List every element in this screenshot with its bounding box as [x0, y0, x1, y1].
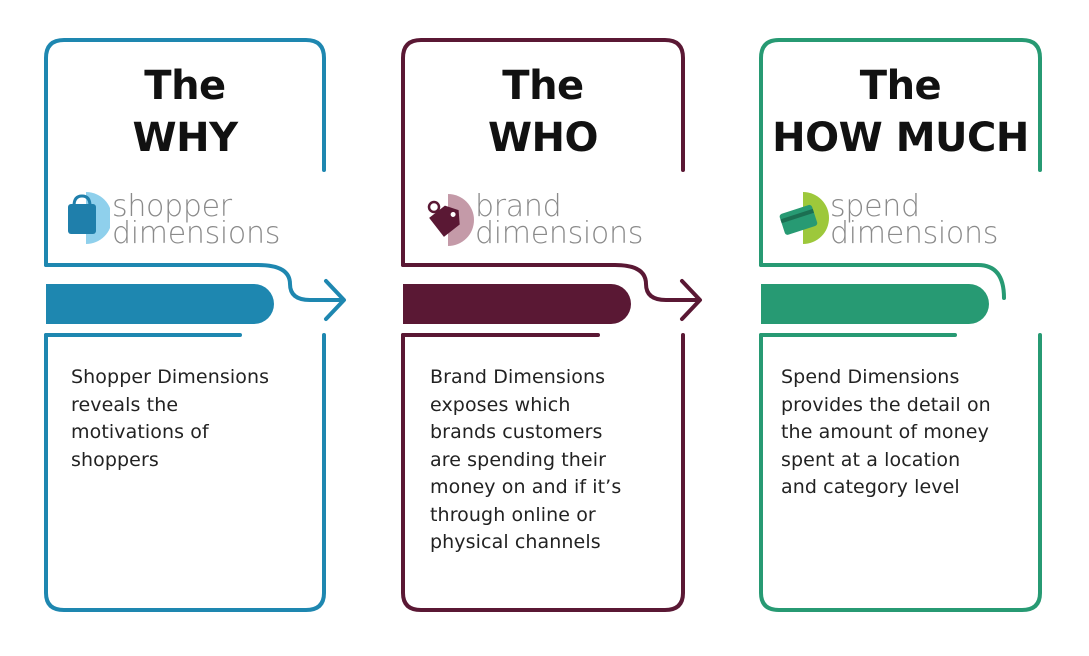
why-panel-frame	[44, 38, 346, 612]
how-much-description: Spend Dimensions provides the detail on …	[781, 366, 991, 498]
shopping-bag-icon	[68, 192, 110, 244]
brand-logo-text: brand dimensions	[475, 189, 644, 251]
how-much-bar	[761, 284, 989, 324]
price-tag-icon	[427, 194, 474, 246]
who-description: Brand Dimensions exposes which brands cu…	[430, 366, 622, 553]
spend-logo-text: spend dimensions	[830, 189, 999, 251]
why-bar	[46, 284, 274, 324]
shopper-logo-word2: dimensions	[112, 216, 281, 251]
who-title: The WHO	[403, 60, 683, 164]
why-title: The WHY	[46, 60, 324, 164]
why-description: Shopper Dimensions reveals the motivatio…	[71, 366, 270, 471]
brand-logo-word1: brand	[475, 189, 562, 224]
how-much-title-line1: The	[859, 63, 942, 109]
who-panel-frame	[401, 38, 702, 612]
how-much-title-line2: HOW MUCH	[772, 115, 1029, 161]
how-much-panel-frame	[759, 38, 1042, 612]
credit-card-icon	[779, 192, 829, 244]
why-title-line2: WHY	[132, 115, 238, 161]
who-title-line2: WHO	[487, 115, 599, 161]
who-bar	[403, 284, 631, 324]
spend-logo-word2: dimensions	[830, 216, 999, 251]
who-title-line1: The	[502, 63, 584, 109]
how-much-title: The HOW MUCH	[761, 60, 1040, 164]
shopper-logo-text: shopper dimensions	[112, 189, 281, 251]
brand-logo-word2: dimensions	[475, 216, 644, 251]
why-title-line1: The	[144, 63, 226, 109]
shopper-logo-word1: shopper	[112, 189, 232, 224]
spend-logo-word1: spend	[830, 189, 920, 224]
